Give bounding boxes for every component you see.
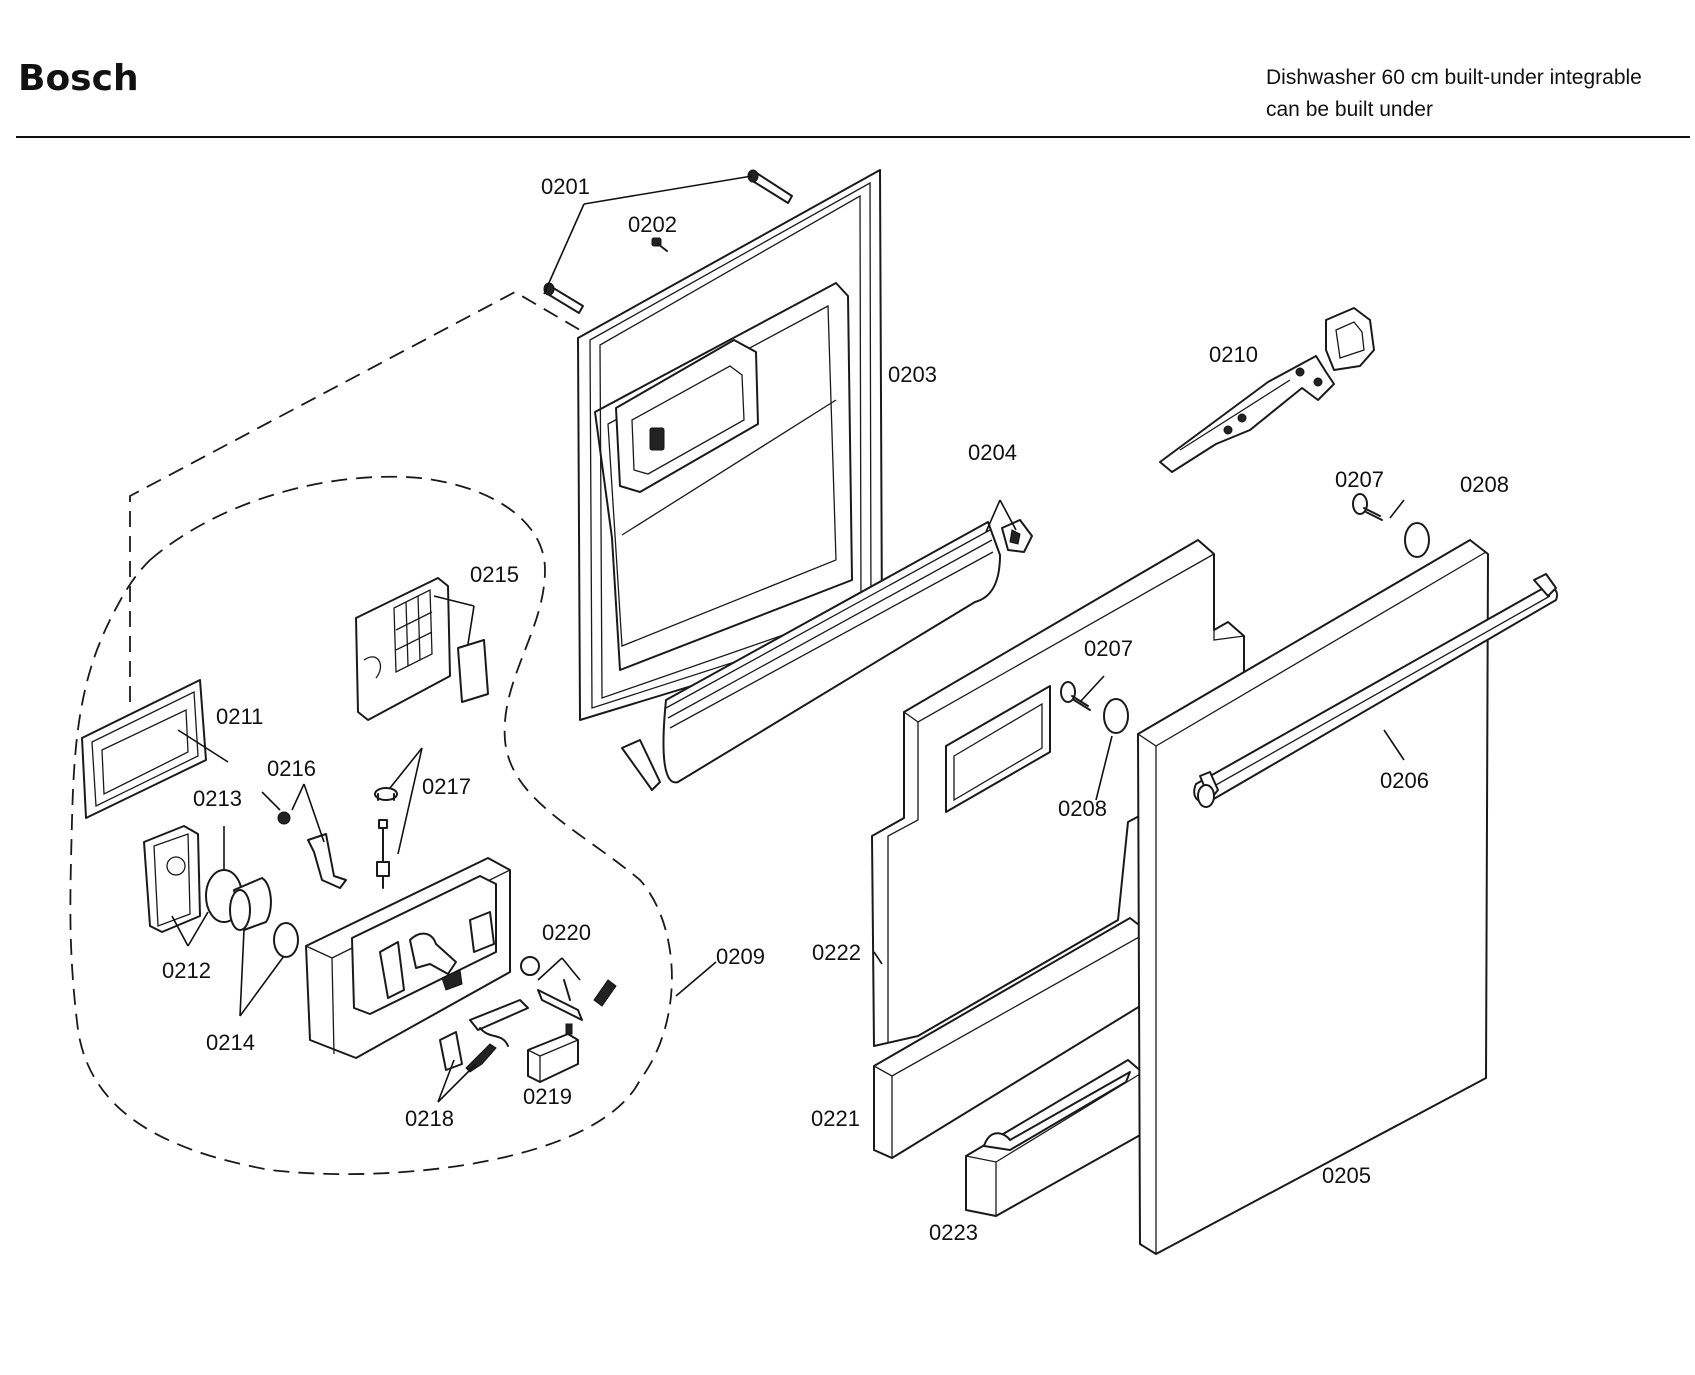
callout-0208-right: 0208 <box>1460 472 1509 497</box>
callout-0207-middle: 0207 <box>1084 636 1133 661</box>
part-0202-small-screw <box>651 237 668 252</box>
leader-lines <box>171 175 1405 1103</box>
part-0216-spring-lever <box>277 811 347 889</box>
callout-0209: 0209 <box>716 944 765 969</box>
callout-0212: 0212 <box>162 958 211 983</box>
model-description: Dishwasher 60 cm built-under integrable … <box>1266 62 1642 126</box>
callout-0213: 0213 <box>193 786 242 811</box>
part-0203-inner-door <box>577 169 883 721</box>
part-0210-hinge-bracket <box>1159 307 1375 473</box>
part-0211-dispenser-frame <box>81 679 207 819</box>
part-0208-washer-middle <box>1103 698 1129 734</box>
part-0201-screw-upper <box>747 169 793 204</box>
part-0219-micro-switch <box>527 1023 579 1083</box>
callout-0218: 0218 <box>405 1106 454 1131</box>
callout-0221: 0221 <box>811 1106 860 1131</box>
callout-0205: 0205 <box>1322 1163 1371 1188</box>
callout-0206: 0206 <box>1380 768 1429 793</box>
dashed-assembly-link <box>129 290 581 702</box>
part-0207-bolt-right <box>1352 493 1383 521</box>
model-description-line-1: Dishwasher 60 cm built-under integrable <box>1266 66 1642 89</box>
part-0215-filter-pad <box>457 639 489 703</box>
part-0223-kick-rail <box>965 1059 1143 1217</box>
callout-0202: 0202 <box>628 212 677 237</box>
part-0206-handle <box>1193 573 1558 808</box>
part-0215-vent-panel <box>355 577 451 721</box>
part-0204-bottom-seal <box>621 519 1033 791</box>
part-0214-plunger <box>229 877 299 958</box>
callout-0223: 0223 <box>929 1220 978 1245</box>
callout-0222: 0222 <box>812 940 861 965</box>
dashed-control-group-outline <box>69 475 673 1176</box>
callout-0215: 0215 <box>470 562 519 587</box>
header-rule <box>16 136 1690 138</box>
callout-0217: 0217 <box>422 774 471 799</box>
part-0212-lid-cover <box>143 825 201 933</box>
part-0209-dispenser-body <box>305 857 511 1059</box>
part-0221-lower-strip <box>873 917 1151 1159</box>
callout-0207-right: 0207 <box>1335 467 1384 492</box>
part-0222-panel-frame <box>871 539 1245 1047</box>
brand-title: Bosch <box>18 58 139 99</box>
callout-0211: 0211 <box>216 704 263 729</box>
callout-0204: 0204 <box>968 440 1017 465</box>
callout-0214: 0214 <box>206 1030 255 1055</box>
part-0220-ball-spring-set <box>520 956 617 1021</box>
part-0201-screw-lower <box>543 282 584 314</box>
callout-0220: 0220 <box>542 920 591 945</box>
callout-0203: 0203 <box>888 362 937 387</box>
model-description-line-2: can be built under <box>1266 98 1433 121</box>
callout-0219: 0219 <box>523 1084 572 1109</box>
part-0208-washer-right <box>1404 522 1430 558</box>
part-0218-latch-parts <box>439 999 529 1073</box>
part-0205-front-panel <box>1137 539 1489 1255</box>
part-callouts: 0201 0202 0203 0204 0205 0206 0207 0208 … <box>162 174 1509 1245</box>
part-0217-pin-set <box>374 787 398 889</box>
callout-0210: 0210 <box>1209 342 1258 367</box>
callout-0208-middle: 0208 <box>1058 796 1107 821</box>
callout-0201: 0201 <box>541 174 590 199</box>
callout-0216: 0216 <box>267 756 316 781</box>
